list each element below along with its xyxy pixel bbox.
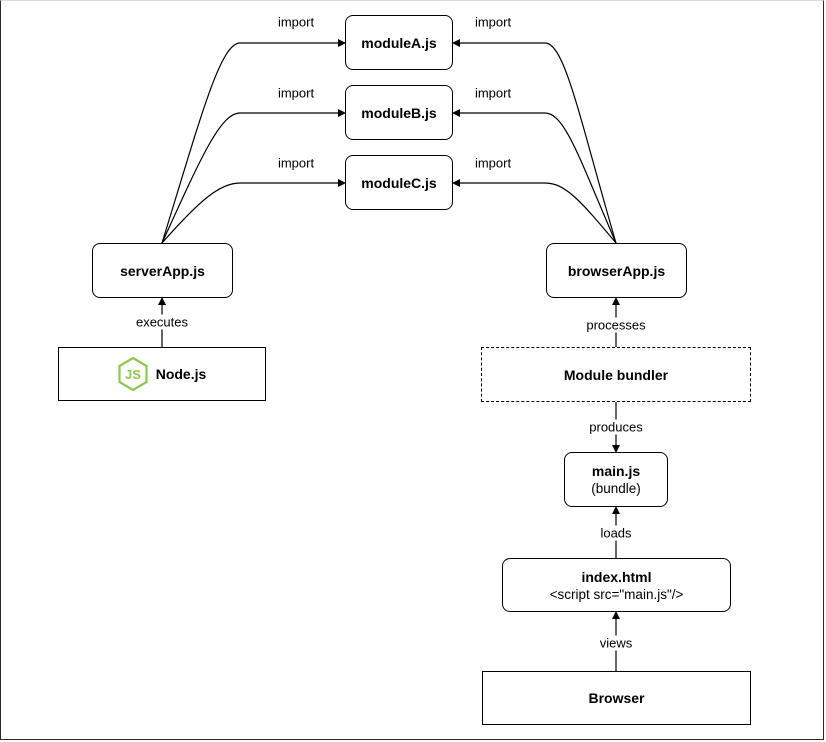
node-nodejs-label: Node.js bbox=[155, 366, 207, 382]
edge-browser-moduleA bbox=[452, 39, 617, 244]
node-nodejs: JS Node.js bbox=[58, 347, 266, 401]
node-serverApp-label: serverApp.js bbox=[120, 262, 205, 279]
edge-browser-moduleB bbox=[452, 109, 617, 244]
node-mainjs-subtitle: (bundle) bbox=[591, 481, 641, 496]
svg-text:JS: JS bbox=[125, 367, 141, 382]
edge-server-moduleA bbox=[161, 39, 346, 244]
node-moduleA: moduleA.js bbox=[345, 15, 453, 70]
node-moduleC-label: moduleC.js bbox=[361, 174, 437, 191]
node-module-bundler: Module bundler bbox=[481, 347, 751, 402]
edge-label-views: views bbox=[597, 635, 635, 651]
node-moduleC: moduleC.js bbox=[345, 155, 453, 210]
edge-label-processes: processes bbox=[584, 317, 648, 333]
nodejs-logo-icon: JS bbox=[118, 357, 148, 391]
edge-label-import-left-b: import bbox=[275, 85, 317, 101]
node-module-bundler-label: Module bundler bbox=[563, 366, 669, 383]
edge-server-moduleC bbox=[161, 179, 346, 244]
node-browser: Browser bbox=[482, 671, 751, 725]
node-serverApp: serverApp.js bbox=[92, 243, 233, 298]
node-indexhtml-title: index.html bbox=[581, 568, 652, 585]
edge-server-moduleB bbox=[161, 109, 346, 244]
edge-label-executes: executes bbox=[133, 314, 191, 330]
edge-label-import-right-a: import bbox=[472, 14, 514, 30]
edge-browser-moduleC bbox=[452, 179, 617, 244]
node-browser-label: Browser bbox=[588, 690, 645, 706]
edge-label-import-right-b: import bbox=[472, 85, 514, 101]
node-mainjs-title: main.js bbox=[591, 463, 641, 479]
edge-label-import-left-c: import bbox=[275, 155, 317, 171]
edge-label-loads: loads bbox=[598, 525, 634, 541]
node-browserApp: browserApp.js bbox=[546, 243, 687, 298]
node-moduleB: moduleB.js bbox=[345, 85, 453, 140]
node-moduleA-label: moduleA.js bbox=[361, 34, 437, 51]
node-indexhtml-subtitle: <script src="main.js"/> bbox=[549, 586, 684, 602]
nodejs-logo-group: JS Node.js bbox=[118, 357, 207, 391]
node-browserApp-label: browserApp.js bbox=[567, 262, 666, 279]
node-moduleB-label: moduleB.js bbox=[361, 104, 437, 121]
edge-label-import-left-a: import bbox=[275, 14, 317, 30]
node-mainjs: main.js (bundle) bbox=[564, 452, 668, 507]
edge-label-import-right-c: import bbox=[472, 155, 514, 171]
node-indexhtml: index.html <script src="main.js"/> bbox=[502, 558, 731, 612]
edge-label-produces: produces bbox=[587, 419, 645, 435]
